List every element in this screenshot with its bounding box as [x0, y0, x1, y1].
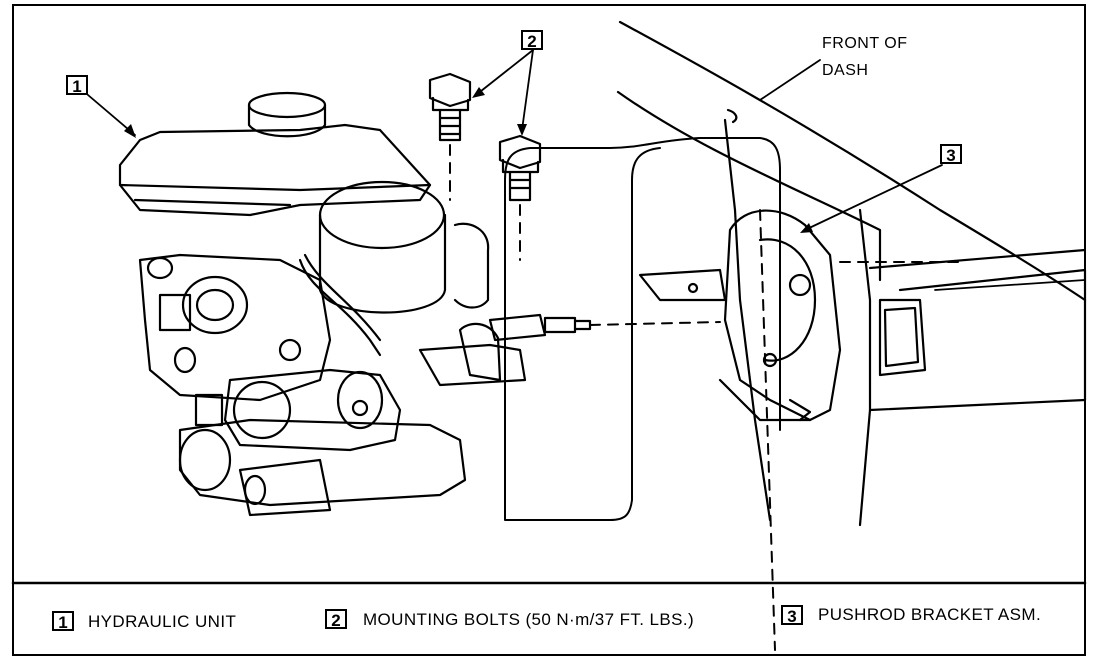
- alignment-lines: [449, 144, 961, 651]
- legend-item-1-number: 1: [52, 611, 74, 632]
- mounting-outline: [504, 137, 781, 521]
- callout-3: 3: [940, 144, 962, 165]
- front-of-dash-label-line2: DASH: [822, 62, 869, 79]
- callout-2: 2: [521, 30, 543, 51]
- hydraulic-unit: [118, 91, 592, 517]
- legend-item-2-text: MOUNTING BOLTS (50 N·m/37 FT. LBS.): [363, 610, 695, 629]
- front-of-dash-label-line1: FRONT OF: [822, 35, 908, 52]
- mounting-bolts: [428, 72, 542, 202]
- legend-item-2-number: 2: [325, 609, 347, 630]
- legend-item-3-number: 3: [781, 605, 803, 626]
- leader-arrowheads: [124, 87, 813, 233]
- firewall-dash: [616, 20, 1087, 527]
- callout-1: 1: [66, 75, 88, 96]
- legend-item-3-text: PUSHROD BRACKET ASM.: [818, 605, 1042, 624]
- pushrod-bracket: [638, 209, 842, 422]
- legend-item-1-text: HYDRAULIC UNIT: [88, 612, 237, 631]
